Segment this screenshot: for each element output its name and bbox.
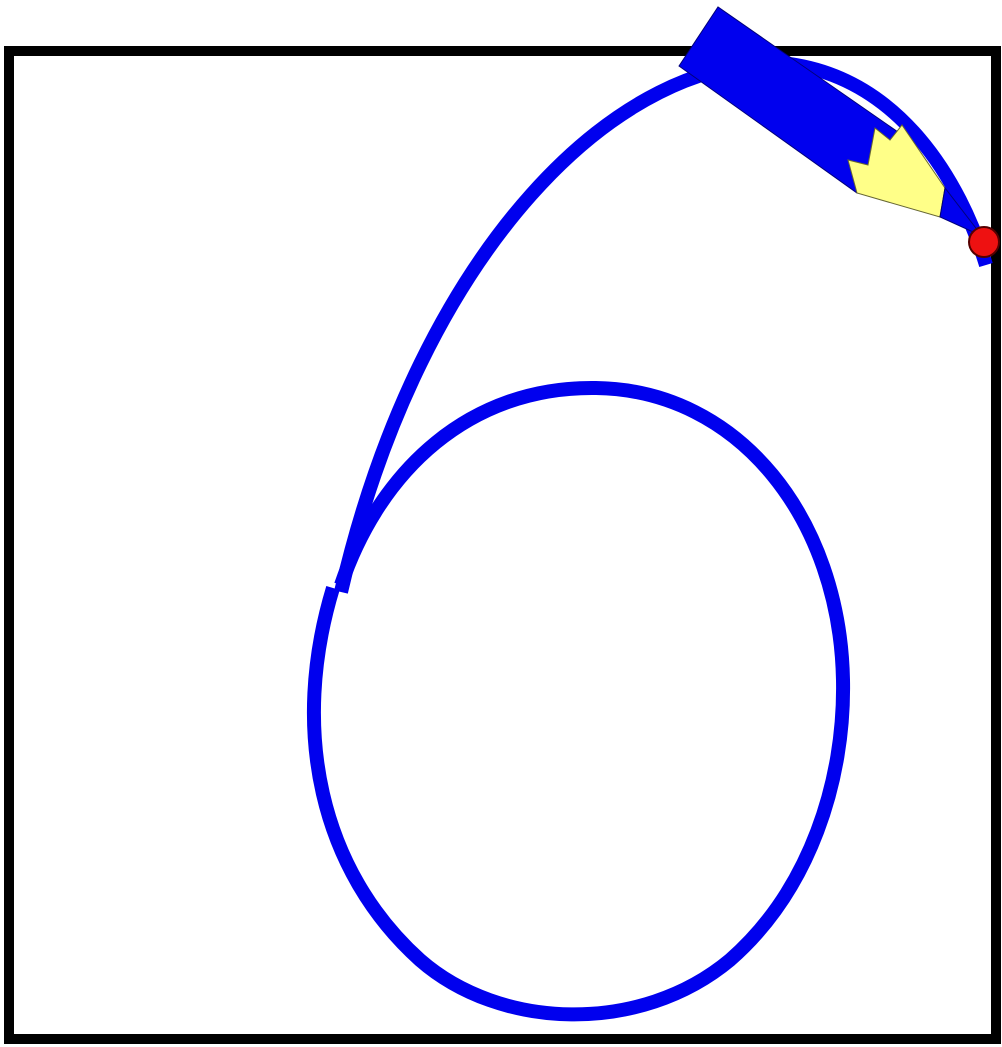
stroke-lower-loop [314,388,843,1014]
start-dot-icon[interactable] [969,227,999,257]
canvas-frame [9,51,996,1039]
pencil-icon[interactable] [679,7,982,236]
